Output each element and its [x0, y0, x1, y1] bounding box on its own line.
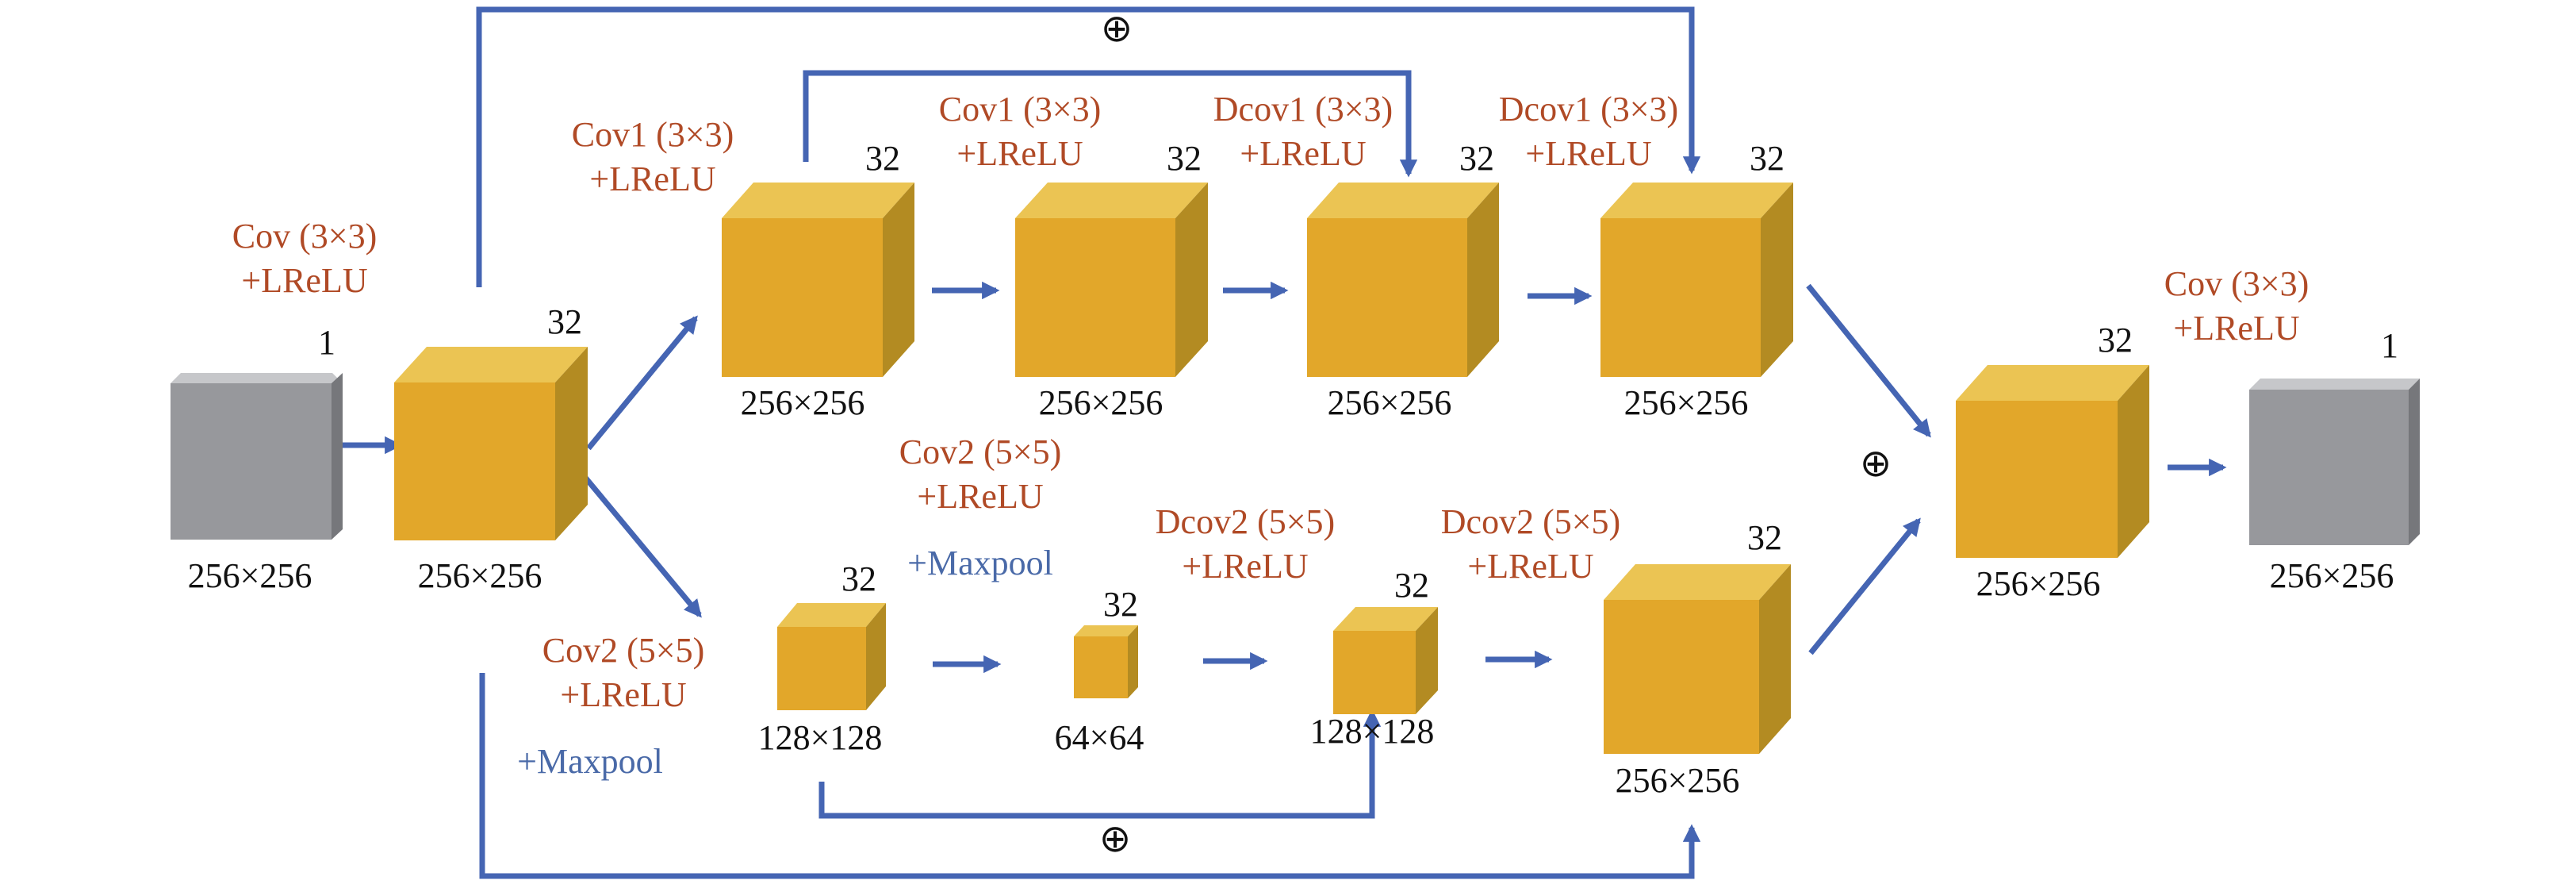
- op-label-output: Cov (3×3) +LReLU: [2164, 264, 2309, 348]
- block-conv-in: [394, 347, 588, 540]
- arrow-conv-to-top1: [586, 315, 698, 451]
- op-label-top1: Cov1 (3×3) +LReLU: [572, 115, 734, 198]
- size-top3: 256×256: [1328, 383, 1452, 422]
- block-bot1: [777, 603, 886, 710]
- skip-connection-outer-top: [476, 6, 1701, 287]
- op-label-line: Cov (3×3): [232, 217, 377, 256]
- op-label-line: Cov2 (5×5): [542, 631, 704, 670]
- channels-input: 1: [318, 323, 335, 362]
- op-label-line: +LReLU: [1240, 134, 1366, 173]
- skip-connection-inner-top: [803, 70, 1418, 178]
- channels-top4: 32: [1750, 139, 1784, 178]
- channels-top3: 32: [1459, 139, 1494, 178]
- block-top3: [1307, 183, 1499, 377]
- size-bot2: 64×64: [1055, 718, 1144, 757]
- block-bot2: [1074, 625, 1138, 698]
- op-label-line: Cov (3×3): [2164, 264, 2309, 303]
- op-label-line: Cov1 (3×3): [572, 115, 734, 154]
- arrow-conv-to-bot1: [580, 471, 702, 618]
- op-label-line: +LReLU: [2173, 309, 2299, 348]
- size-top2: 256×256: [1039, 383, 1163, 422]
- size-merge: 256×256: [1976, 564, 2101, 603]
- channels-conv-in: 32: [547, 302, 582, 341]
- op-label-line: +Maxpool: [517, 742, 663, 781]
- channels-output: 1: [2381, 326, 2398, 365]
- op-label-line: +LReLU: [1467, 547, 1593, 586]
- block-input: [171, 373, 343, 540]
- op-label-bot2: Cov2 (5×5) +LReLU +Maxpool: [899, 432, 1061, 582]
- size-top1: 256×256: [741, 383, 865, 422]
- channels-top2: 32: [1167, 139, 1202, 178]
- size-output: 256×256: [2270, 556, 2394, 595]
- block-top4: [1600, 183, 1793, 377]
- block-top2: [1015, 183, 1208, 377]
- skip-connection-outer-bottom: [479, 673, 1701, 879]
- op-label-bot1: Cov2 (5×5) +LReLU +Maxpool: [517, 631, 704, 781]
- op-label-top2: Cov1 (3×3) +LReLU: [939, 90, 1101, 173]
- channels-merge: 32: [2098, 321, 2133, 359]
- arrow-bot4-to-merge: [1808, 517, 1921, 655]
- op-label-bot4: Dcov2 (5×5) +LReLU: [1441, 502, 1620, 586]
- op-label-line: Dcov1 (3×3): [1213, 90, 1393, 129]
- op-label-line: +LReLU: [1525, 134, 1651, 173]
- channels-top1: 32: [865, 139, 900, 178]
- op-label-line: Cov1 (3×3): [939, 90, 1101, 129]
- size-conv-in: 256×256: [418, 556, 542, 595]
- op-label-line: Dcov1 (3×3): [1499, 90, 1678, 129]
- op-label-line: +LReLU: [241, 261, 367, 300]
- block-output: [2249, 379, 2420, 545]
- skip-connection-inner-bottom: [818, 709, 1382, 819]
- size-bot3: 128×128: [1310, 712, 1435, 751]
- op-label-conv-in: Cov (3×3) +LReLU: [232, 217, 377, 300]
- add-symbol-merge: ⊕: [1860, 441, 1892, 486]
- op-label-line: +LReLU: [956, 134, 1083, 173]
- op-label-line: Dcov2 (5×5): [1441, 502, 1620, 541]
- block-bot4: [1604, 564, 1791, 754]
- block-top1: [722, 183, 914, 377]
- channels-bot3: 32: [1394, 566, 1429, 605]
- op-label-line: +LReLU: [589, 160, 715, 198]
- op-label-line: +Maxpool: [907, 544, 1053, 582]
- op-label-line: +LReLU: [560, 675, 686, 714]
- add-symbol-top-outer: ⊕: [1101, 6, 1133, 51]
- block-merge: [1956, 365, 2149, 558]
- op-label-line: Cov2 (5×5): [899, 432, 1061, 471]
- channels-bot4: 32: [1747, 518, 1782, 557]
- size-top4: 256×256: [1624, 383, 1749, 422]
- block-bot3: [1333, 607, 1438, 714]
- op-label-line: +LReLU: [1182, 547, 1308, 586]
- op-label-line: Dcov2 (5×5): [1156, 502, 1335, 541]
- size-bot4: 256×256: [1616, 761, 1740, 800]
- arrow-top4-to-merge: [1806, 283, 1931, 438]
- channels-bot1: 32: [841, 559, 876, 598]
- op-label-top4: Dcov1 (3×3) +LReLU: [1499, 90, 1678, 173]
- size-input: 256×256: [188, 556, 312, 595]
- op-label-top3: Dcov1 (3×3) +LReLU: [1213, 90, 1393, 173]
- channels-bot2: 32: [1103, 585, 1138, 624]
- size-bot1: 128×128: [758, 718, 883, 757]
- add-symbol-bottom: ⊕: [1099, 817, 1131, 861]
- op-label-line: +LReLU: [917, 477, 1043, 516]
- op-label-bot3: Dcov2 (5×5) +LReLU: [1156, 502, 1335, 586]
